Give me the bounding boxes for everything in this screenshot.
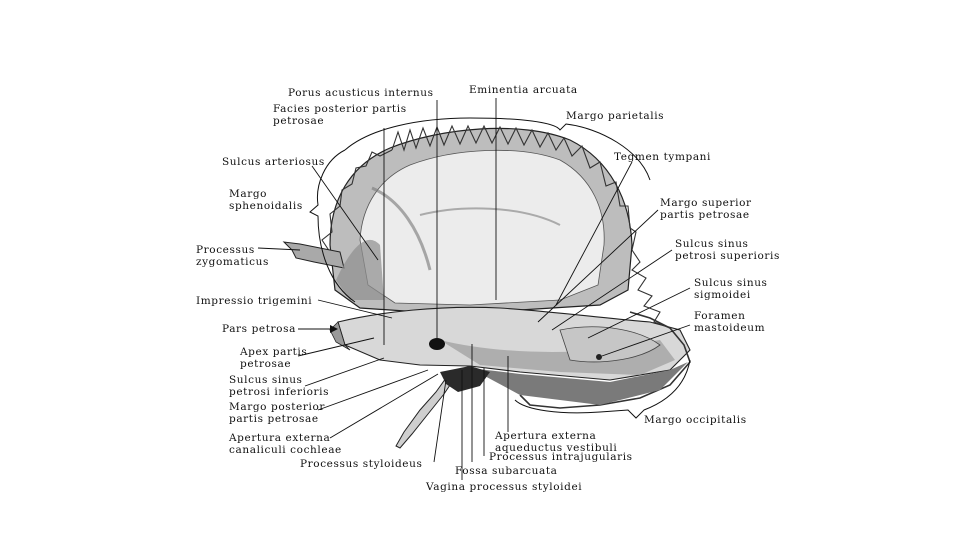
squama-inner-surface [360,150,604,305]
label-processus-zygomaticus: Processus zygomaticus [196,244,269,268]
label-margo-superior: Margo superior partis petrosae [660,197,752,221]
label-impressio-trigemini: Impressio trigemini [196,295,312,307]
label-foramen-mastoideum: Foramen mastoideum [694,310,765,334]
label-processus-intrajugularis: Processus intrajugularis [489,451,633,463]
label-sulcus-arteriosus: Sulcus arteriosus [222,156,325,168]
label-sulcus-sinus-petrosi-inferioris: Sulcus sinus petrosi inferioris [229,374,329,398]
label-vagina-processus-styloidei: Vagina processus styloidei [426,481,582,493]
label-processus-styloideus: Processus styloideus [300,458,422,470]
label-eminentia-arcuata: Eminentia arcuata [469,84,578,96]
label-apex-partis-petrosae: Apex partis petrosae [240,346,307,370]
label-pars-petrosa: Pars petrosa [222,323,296,335]
styloid-process [396,378,452,448]
serrated-mastoid-edge [632,250,670,328]
porus-acusticus-opening [429,338,445,350]
label-sulcus-sinus-sigmoidei: Sulcus sinus sigmoidei [694,277,768,301]
label-tegmen-tympani: Tegmen tympani [614,151,711,163]
label-margo-occipitalis: Margo occipitalis [644,414,747,426]
leader-apertura-canaliculi [330,374,438,438]
label-fossa-subarcuata: Fossa subarcuata [455,465,558,477]
label-sulcus-sinus-petrosi-superioris: Sulcus sinus petrosi superioris [675,238,780,262]
foramen-mastoideum-hole [596,354,602,360]
label-margo-sphenoidalis: Margo sphenoidalis [229,188,303,212]
label-facies-posterior: Facies posterior partis petrosae [273,103,407,127]
label-margo-parietalis: Margo parietalis [566,110,664,122]
label-margo-posterior: Margo posterior partis petrosae [229,401,325,425]
label-apertura-externa-canaliculi: Apertura externa canaliculi cochleae [229,432,342,456]
label-porus-acusticus-internus: Porus acusticus internus [288,87,434,99]
